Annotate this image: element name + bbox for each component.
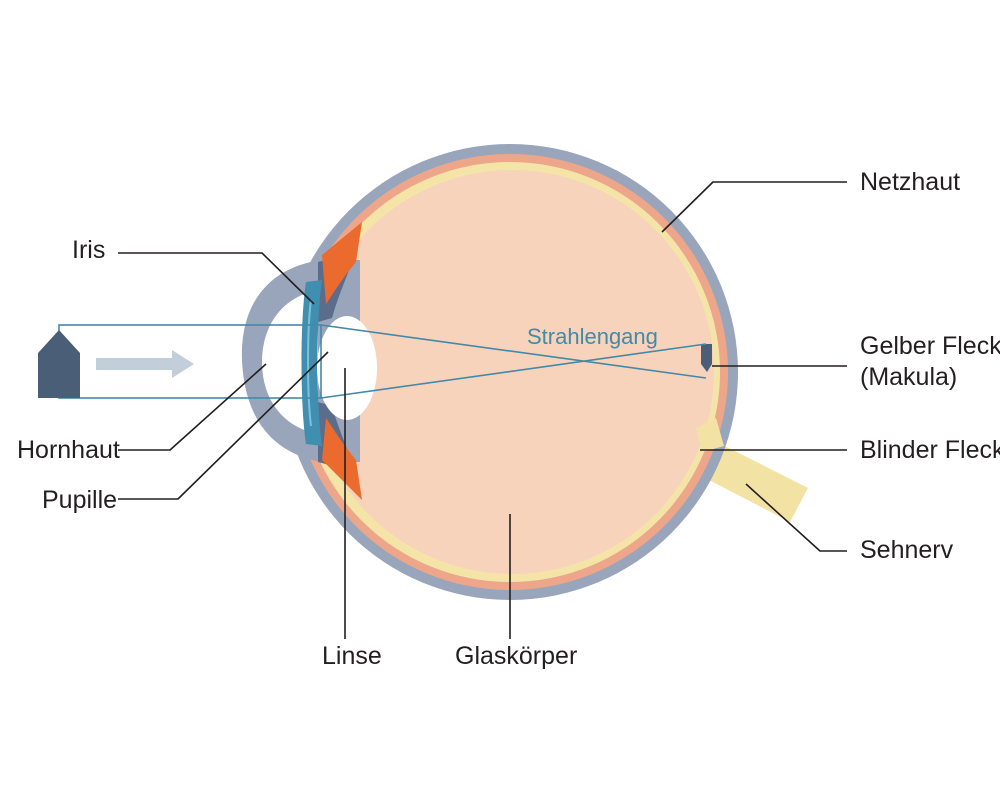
label-makula: (Makula)	[860, 363, 957, 391]
leader-iris	[118, 252, 315, 305]
iris-lower	[322, 418, 362, 500]
leader-sehnerv	[745, 483, 847, 552]
ray-lower	[320, 343, 707, 399]
label-linse: Linse	[322, 642, 382, 670]
label-hornhaut: Hornhaut	[17, 436, 120, 464]
cornea-highlight	[307, 299, 312, 427]
object-icon	[38, 330, 80, 398]
label-sehnerv: Sehnerv	[860, 536, 954, 564]
optic-disc	[696, 418, 724, 452]
label-pupille: Pupille	[42, 486, 117, 514]
ray-upper	[320, 324, 707, 379]
leader-hornhaut	[118, 363, 267, 451]
leader-netzhaut	[661, 181, 847, 233]
label-iris: Iris	[72, 236, 105, 264]
label-glaskoerper: Glaskörper	[455, 642, 577, 670]
label-gelber-fleck: Gelber Fleck	[860, 332, 1000, 360]
lens	[317, 316, 377, 420]
label-blinder-fleck: Blinder Fleck	[860, 436, 1000, 464]
label-strahlengang: Strahlengang	[527, 324, 658, 349]
light-direction-arrow	[96, 350, 194, 378]
cornea	[301, 280, 322, 446]
leader-pupille	[118, 351, 329, 500]
iris-upper	[322, 222, 362, 304]
macula-marker	[701, 344, 712, 372]
label-netzhaut: Netzhaut	[860, 168, 960, 196]
